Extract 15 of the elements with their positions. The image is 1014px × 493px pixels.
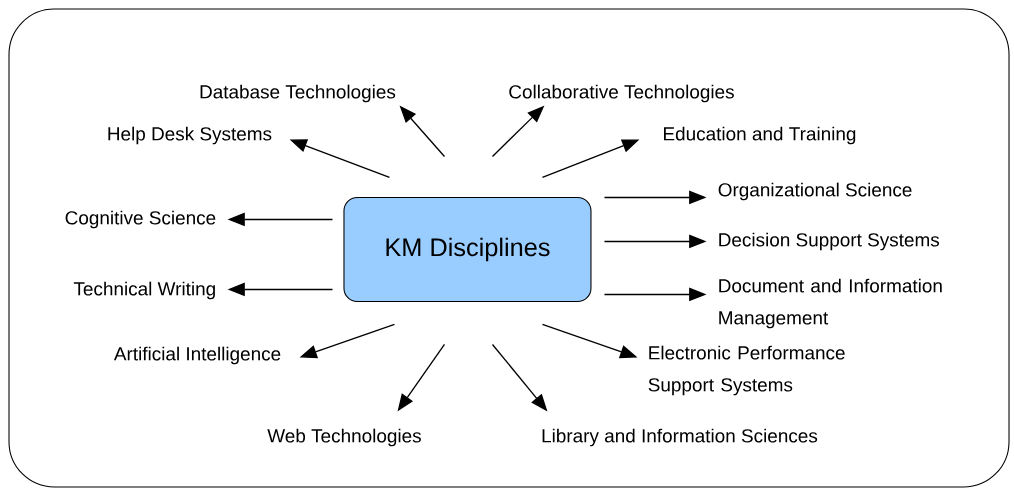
discipline-label: Decision Support Systems [719,232,940,251]
discipline-label: Database Technologies [200,84,396,103]
discipline-label: Technical Writing [73,281,215,300]
discipline-label: Library and Information Sciences [542,428,818,447]
discipline-label: Organizational Science [718,182,912,201]
discipline-label: Cognitive Science [65,210,216,229]
discipline-label: Document and Information Management [719,278,942,329]
discipline-label: Web Technologies [267,428,421,447]
discipline-label: Artificial Intelligence [113,346,281,365]
discipline-label: Help Desk Systems [108,126,272,145]
discipline-label: Collaborative Technologies [509,84,734,103]
process-box: KM Disciplines [343,196,592,302]
discipline-label: Electronic Performance Support Systems [648,345,845,396]
rounded-frame [8,8,1010,488]
discipline-label: Education and Training [664,126,856,145]
